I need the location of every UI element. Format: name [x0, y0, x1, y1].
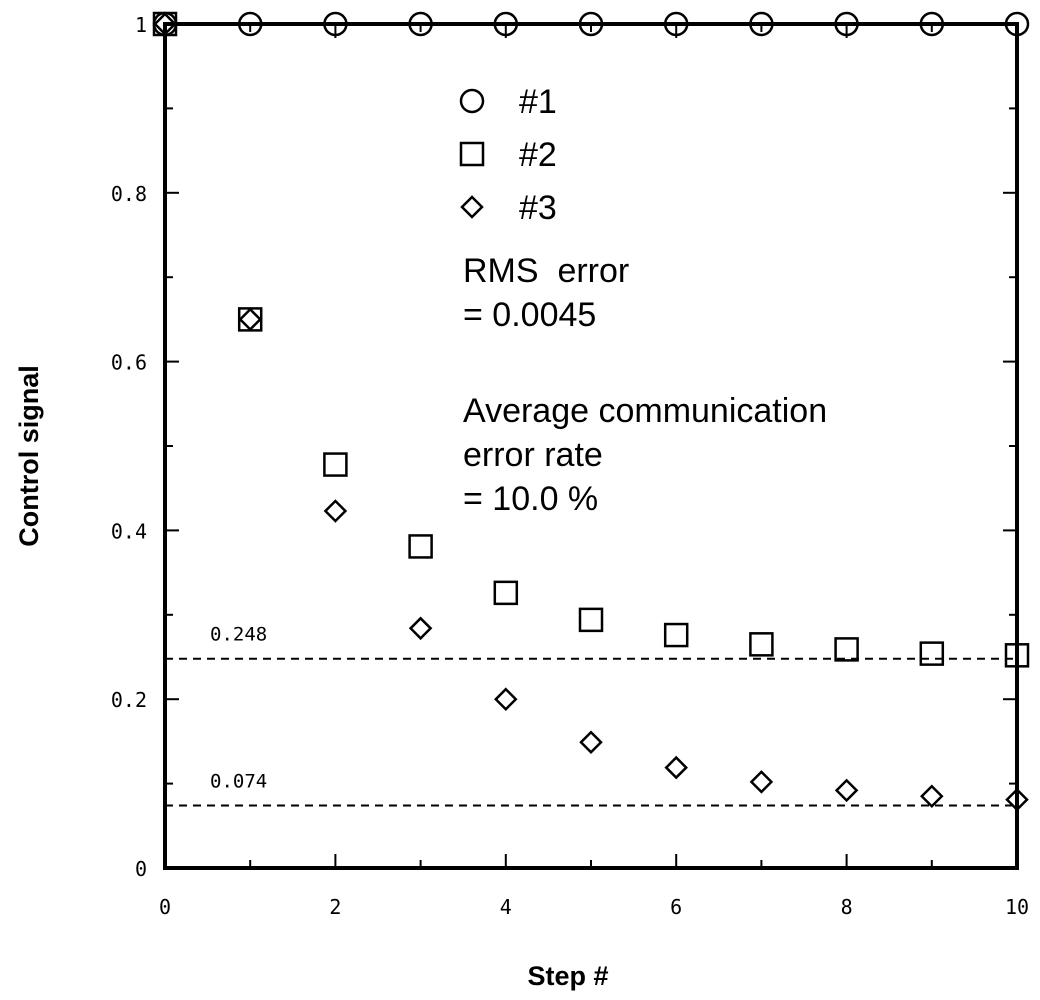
y-tick-label: 0.8	[111, 182, 147, 206]
x-tick-label: 10	[1005, 895, 1029, 919]
legend-label-series-2: #2	[519, 136, 557, 174]
data-point-series-2	[323, 452, 348, 477]
x-axis-label: Step #	[527, 961, 608, 991]
data-point-series-3	[1005, 787, 1029, 812]
reference-lines: 0.248 0.074	[165, 624, 1017, 807]
data-point-series-2	[663, 622, 689, 648]
data-point-series-3	[153, 12, 177, 36]
data-point-series-1	[578, 11, 604, 37]
y-tick-label: 0	[135, 857, 147, 881]
data-point-series-1	[834, 11, 859, 37]
reference-line-label: 0.248	[210, 624, 267, 646]
legend-marker-series-3	[460, 195, 484, 219]
data-point-series-2	[834, 637, 859, 662]
data-point-series-1	[1004, 11, 1030, 37]
data-point-series-1	[493, 11, 519, 37]
y-tick-label: 0.6	[111, 351, 147, 375]
reference-line-label: 0.074	[210, 771, 267, 793]
data-point-series-1	[663, 11, 689, 37]
data-point-series-2	[919, 641, 945, 666]
data-point-series-2	[578, 607, 604, 633]
x-tick-label: 2	[329, 895, 341, 919]
data-point-series-3	[238, 307, 262, 332]
data-point-series-3	[834, 778, 859, 803]
annotation-line: = 10.0 %	[463, 480, 598, 518]
legend-marker-series-1	[459, 88, 485, 114]
legend-marker-series-2	[459, 141, 485, 167]
data-point-series-3	[579, 730, 603, 755]
data-point-series-2	[1004, 643, 1030, 668]
data-point-series-3	[408, 616, 433, 641]
legend-label-series-3: #3	[519, 189, 557, 227]
data-point-series-3	[664, 755, 688, 780]
tick-labels: 0 2 4 6 8 10 0 0.2 0.4 0.6 0.8 1	[111, 13, 1029, 919]
data-point-series-1	[323, 11, 348, 37]
legend: #1 #2 #3	[459, 83, 557, 227]
y-axis-label: Control signal	[14, 365, 44, 547]
data-point-series-1	[749, 11, 774, 37]
data-point-series-2	[493, 580, 519, 606]
data-point-series-3	[323, 499, 348, 523]
x-tick-label: 6	[670, 895, 682, 919]
data-point-series-3	[749, 770, 774, 794]
data-points	[152, 11, 1030, 812]
annotation-line: error rate	[463, 436, 603, 474]
data-point-series-1	[408, 11, 433, 37]
data-point-series-2	[237, 307, 263, 332]
x-tick-label: 0	[159, 895, 171, 919]
x-tick-label: 4	[500, 895, 512, 919]
data-point-series-2	[749, 632, 774, 657]
legend-label-series-1: #1	[519, 83, 557, 121]
annotation-line: RMS error	[463, 252, 629, 290]
x-tick-label: 8	[841, 895, 853, 919]
data-point-series-2	[408, 534, 433, 559]
y-tick-label: 1	[135, 13, 147, 37]
data-point-series-1	[237, 11, 263, 37]
annotation-line: Average communication	[463, 392, 827, 430]
y-tick-label: 0.4	[111, 519, 147, 543]
y-tick-label: 0.2	[111, 688, 147, 712]
data-point-series-3	[494, 687, 518, 711]
data-point-series-3	[920, 784, 944, 809]
annotation-line: = 0.0045	[463, 296, 596, 334]
data-point-series-1	[919, 11, 945, 37]
